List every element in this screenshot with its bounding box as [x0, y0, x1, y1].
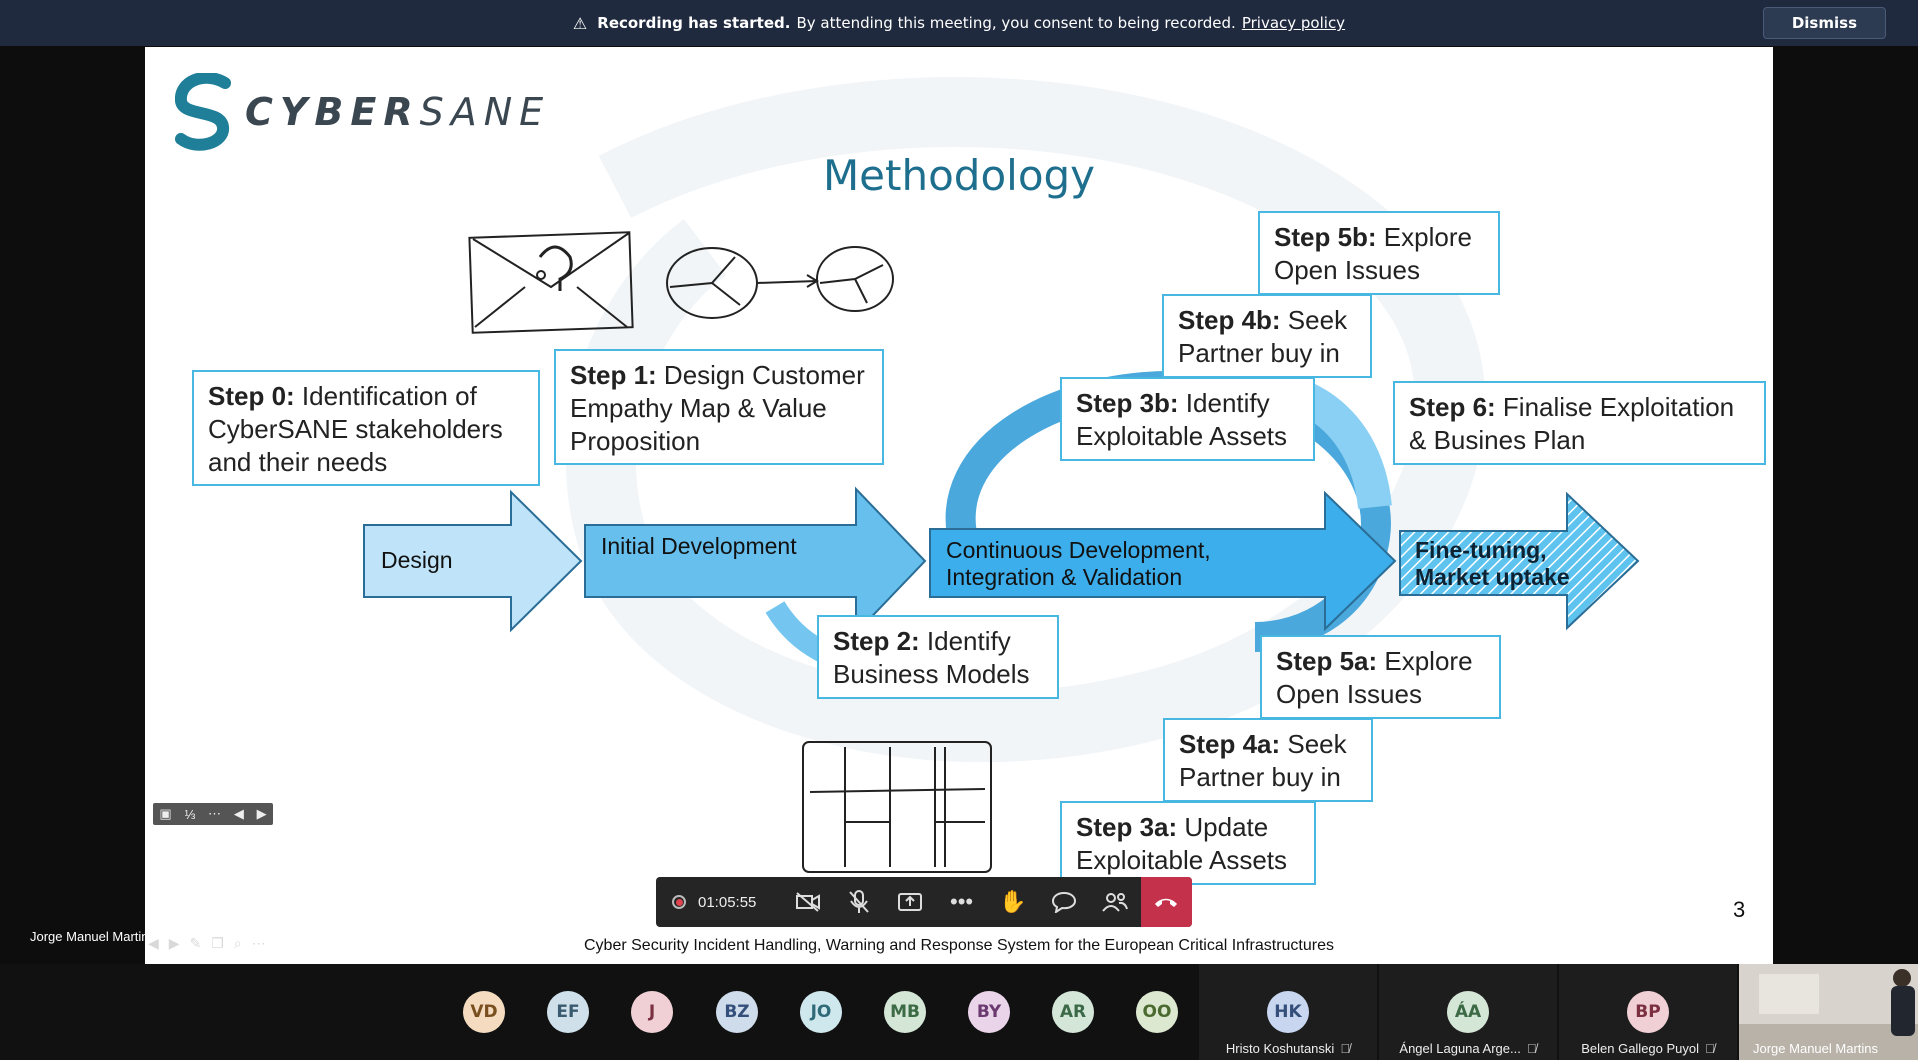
raise-hand-icon: ✋ — [999, 889, 1027, 914]
sketch-circles-icon — [666, 246, 894, 319]
hang-up-button[interactable] — [1140, 877, 1193, 927]
copy-icon[interactable]: ❐ — [211, 935, 224, 951]
cybersane-logo-text: CYBERSANE — [245, 90, 551, 134]
participant-avatar[interactable]: AR — [1052, 991, 1094, 1033]
more-icon[interactable]: ⋯ — [208, 806, 222, 821]
step-1-box: Step 1: Design Customer Empathy Map & Va… — [554, 349, 884, 465]
mic-muted-icon: 🎙̸ — [1526, 1041, 1537, 1056]
step-6-box: Step 6: Finalise Exploitation & Busines … — [1393, 381, 1766, 465]
sketch-canvas-icon — [802, 741, 992, 873]
slide-footer: Cyber Security Incident Handling, Warnin… — [584, 937, 1334, 954]
banner-title: Recording has started. — [597, 14, 791, 32]
camera-off-icon — [795, 892, 820, 912]
participant-tile[interactable]: ÁA Ángel Laguna Arge... 🎙̸ — [1379, 964, 1557, 1060]
participants-button[interactable] — [1090, 877, 1141, 927]
participants-icon — [1102, 893, 1129, 912]
participant-name: Hristo Koshutanski — [1225, 1041, 1335, 1056]
participant-avatar[interactable]: JO — [800, 991, 842, 1033]
warning-icon: ⚠ — [572, 13, 588, 33]
more-options-icon: ••• — [950, 889, 974, 914]
recording-timer: 01:05:55 — [656, 894, 782, 911]
raise-hand-button[interactable]: ✋ — [987, 877, 1038, 927]
participant-avatar[interactable]: VD — [463, 991, 505, 1033]
continuous-development-label: Continuous Development,Integration & Val… — [946, 537, 1211, 590]
previous-slide-icon[interactable]: ◀ — [233, 806, 244, 821]
mic-muted-icon: 🎙̸ — [1705, 1041, 1715, 1056]
share-screen-icon — [898, 893, 923, 911]
sketch-envelope-icon — [468, 231, 634, 334]
fine-tuning-arrow — [1399, 491, 1640, 631]
timer-text: 01:05:55 — [698, 893, 757, 911]
cybersane-logo-icon — [175, 73, 231, 151]
continuous-development-arrow — [929, 490, 1397, 632]
participant-name: Belen Gallego Puyol — [1581, 1041, 1700, 1056]
options-icon[interactable]: ⋯ — [251, 935, 266, 951]
mic-off-button[interactable] — [834, 877, 885, 927]
design-phase-label: Design — [381, 547, 453, 573]
hang-up-icon — [1155, 898, 1178, 907]
participant-avatar[interactable]: EF — [547, 991, 589, 1033]
design-arrow — [363, 489, 583, 633]
back-icon[interactable]: ◀ — [148, 935, 159, 951]
fine-tuning-label: Fine-tuning,Market uptake — [1415, 537, 1570, 590]
pen-icon[interactable]: ✎ — [189, 935, 202, 951]
participant-avatar[interactable]: OO — [1136, 991, 1178, 1033]
mic-muted-icon: 🎙̸ — [1340, 1041, 1351, 1056]
shared-slide: CYBERSANE Methodology Step 0: Identifica… — [145, 47, 1773, 964]
participant-strip: VD EF J BZ JO MB BY AR OO HK Hristo Kosh… — [0, 964, 1918, 1060]
step-3b-box: Step 3b: Identify Exploitable Assets — [1060, 377, 1315, 461]
mic-off-icon — [849, 890, 869, 913]
share-screen-button[interactable] — [885, 877, 936, 927]
initial-development-label: Initial Development — [601, 533, 797, 559]
initial-development-arrow — [584, 486, 927, 636]
zoom-icon[interactable]: ⌕ — [233, 935, 242, 951]
participant-avatar[interactable]: J — [631, 991, 673, 1033]
participant-avatar[interactable]: BZ — [716, 991, 758, 1033]
presenter-name: Jorge Manuel Martins — [30, 929, 155, 944]
next-slide-icon[interactable]: ▶ — [256, 806, 267, 821]
slide-tools: ◀ ▶ ✎ ❐ ⌕ ⋯ — [148, 935, 266, 952]
forward-icon[interactable]: ▶ — [168, 935, 180, 951]
slide-page-number: 3 — [1733, 897, 1746, 922]
participant-name: Jorge Manuel Martins — [1753, 1041, 1878, 1056]
step-0-box: Step 0: Identification of CyberSANE stak… — [192, 370, 540, 486]
participant-tile[interactable]: HK Hristo Koshutanski 🎙̸ — [1199, 964, 1377, 1060]
participant-avatar: BP — [1627, 991, 1669, 1033]
participant-tile[interactable]: BP Belen Gallego Puyol 🎙̸ — [1559, 964, 1737, 1060]
meeting-toolbar: 01:05:55 ••• ✋ — [656, 877, 1193, 927]
participant-avatar[interactable]: BY — [968, 991, 1010, 1033]
privacy-policy-link[interactable]: Privacy policy — [1241, 14, 1346, 32]
step-3a-box: Step 3a: Update Exploitable Assets — [1060, 801, 1316, 885]
step-5a-box: Step 5a: Explore Open Issues — [1260, 635, 1501, 719]
dismiss-button[interactable]: Dismiss — [1762, 7, 1886, 39]
step-5b-box: Step 5b: Explore Open Issues — [1258, 211, 1500, 295]
presenter-video-tile[interactable]: Jorge Manuel Martins — [1739, 964, 1918, 1060]
presenter-video — [1739, 964, 1918, 1060]
participant-avatar[interactable]: MB — [884, 991, 926, 1033]
camera-off-button[interactable] — [782, 877, 833, 927]
banner-message: By attending this meeting, you consent t… — [796, 14, 1236, 32]
recording-icon — [672, 895, 686, 909]
step-4a-box: Step 4a: Seek Partner buy in — [1163, 718, 1373, 802]
slide-overview-icon[interactable]: ▣ — [159, 806, 172, 821]
slide-counter-icon[interactable]: ⅓ — [184, 806, 196, 822]
step-4b-box: Step 4b: Seek Partner buy in — [1162, 294, 1372, 378]
chat-icon — [1052, 891, 1076, 913]
cybersane-logo: CYBERSANE — [175, 73, 550, 151]
participant-name: Ángel Laguna Arge... — [1399, 1041, 1521, 1056]
slide-title: Methodology — [822, 151, 1096, 200]
slide-navigation-bar: ▣ ⅓ ⋯ ◀ ▶ — [153, 803, 273, 825]
chat-button[interactable] — [1038, 877, 1089, 927]
step-2-box: Step 2: Identify Business Models — [817, 615, 1059, 699]
more-options-button[interactable]: ••• — [936, 877, 987, 927]
participant-avatar: ÁA — [1447, 991, 1489, 1033]
participant-avatar: HK — [1267, 991, 1309, 1033]
recording-banner: ⚠ Recording has started. By attending th… — [0, 0, 1918, 46]
